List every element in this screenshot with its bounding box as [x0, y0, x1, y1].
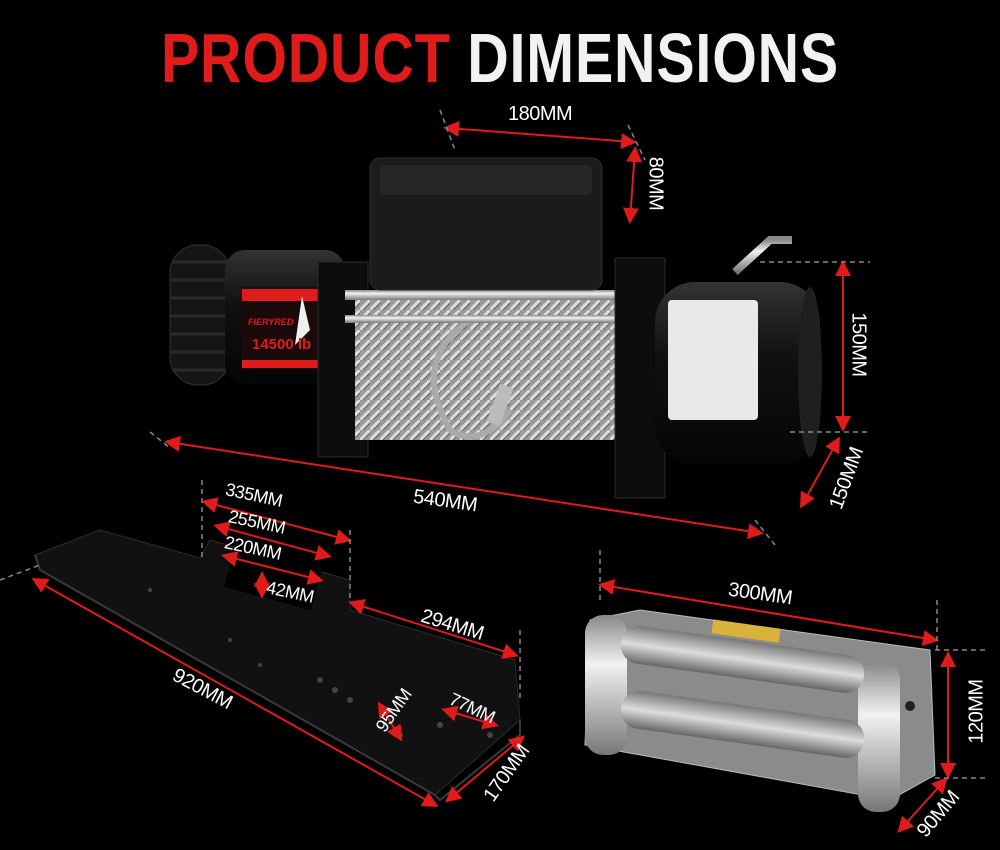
title-word-product: PRODUCT: [160, 19, 451, 97]
capacity-text: 14500 lb: [252, 336, 311, 353]
dim-line-90: [897, 777, 948, 833]
label-winch-height: 150MM: [847, 312, 870, 377]
clutch-handle: [732, 236, 792, 275]
winch: FIERYRED 14500 lb: [169, 157, 822, 499]
brand-text: FIERYRED: [248, 317, 294, 327]
dim-line-box-width: [443, 120, 637, 150]
winch-brand-label: FIERYRED 14500 lb: [242, 287, 330, 369]
dim-line-winch-length: [164, 435, 764, 540]
dim-line-winch-depth: [800, 436, 840, 509]
roller-fairlead: [584, 609, 936, 812]
fairlead-right-roller: [858, 662, 900, 812]
dim-line-255: [213, 521, 332, 561]
dim-line-box-height: [622, 146, 643, 224]
page-title: PRODUCT DIMENSIONS: [90, 18, 910, 98]
winch-tie-bar: [345, 290, 655, 300]
winch-cable-loop: [431, 317, 513, 440]
dim-line-920: [31, 578, 439, 807]
title-word-dimensions: DIMENSIONS: [467, 19, 840, 97]
dim-line-77: [441, 705, 499, 730]
dim-line-170: [444, 735, 526, 803]
dim-line-220: [221, 551, 324, 585]
label-box-width: 180MM: [508, 103, 573, 125]
dimension-lines: [31, 120, 956, 833]
winch-warning-label: [668, 300, 758, 420]
fairlead-left-roller: [585, 615, 627, 755]
cable-hook-end: [486, 383, 514, 427]
label-box-height: 80MM: [644, 156, 667, 211]
dim-line-300: [598, 579, 939, 646]
label-fairlead-height: 120MM: [965, 679, 988, 744]
dim-line-95: [377, 701, 403, 742]
fairlead-bottom-roller: [620, 690, 865, 758]
mounting-plate: [34, 529, 521, 802]
extension-lines: [0, 109, 985, 779]
